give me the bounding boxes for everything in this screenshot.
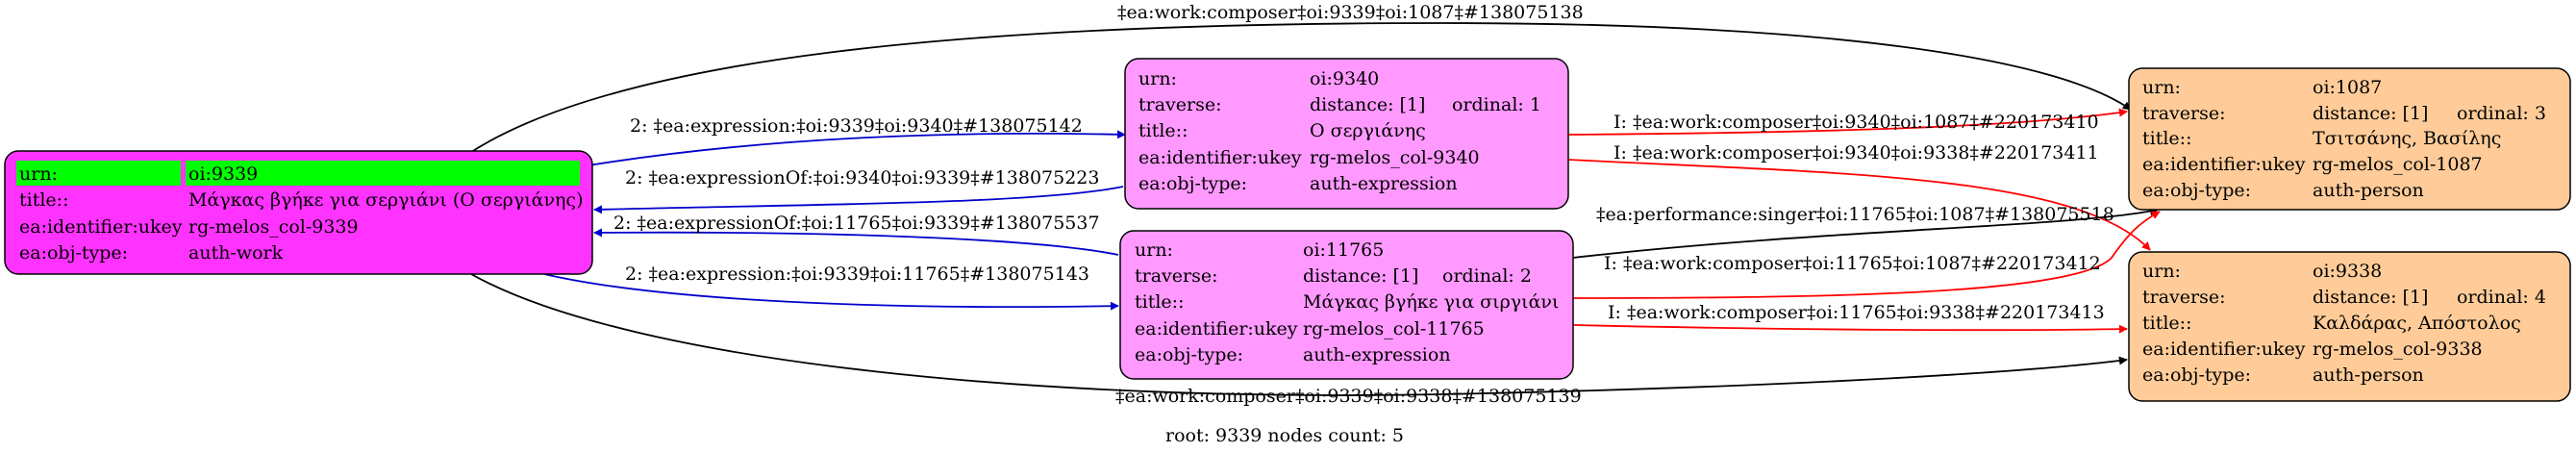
node-key-traverse: traverse:	[1138, 94, 1222, 115]
node-key-title: title::	[1135, 291, 1184, 313]
node-value-distance: distance: [1]	[2313, 287, 2428, 308]
node-oi-9340[interactable]: urn: oi:9340 traverse: distance: [1] ord…	[1124, 58, 1569, 210]
edge-label: I: ‡ea:work:composer‡oi:9340‡oi:1087‡#22…	[1613, 112, 2099, 133]
edge-label: ‡ea:work:composer‡oi:9339‡oi:1087‡#13807…	[1117, 2, 1584, 23]
node-value-ukey: rg-melos_col-9338	[2313, 339, 2483, 360]
node-header-highlight-value	[186, 161, 580, 186]
edge-line[interactable]	[593, 228, 1119, 256]
node-key-ukey: ea:identifier:ukey	[2142, 154, 2306, 175]
edge-label: 2: ‡ea:expressionOf:‡oi:9340‡oi:9339‡#13…	[625, 167, 1099, 188]
edge-line[interactable]	[467, 22, 2132, 155]
node-key-urn: urn:	[1135, 239, 1173, 261]
node-box[interactable]	[2128, 251, 2571, 402]
node-oi-1087[interactable]: urn: oi:1087 traverse: distance: [1] ord…	[2128, 67, 2571, 211]
node-key-traverse: traverse:	[2142, 287, 2226, 308]
node-value-objtype: auth-work	[188, 242, 284, 264]
edge-composer-11765-9338[interactable]: I: ‡ea:work:composer‡oi:11765‡oi:9338‡#2…	[1572, 302, 2128, 334]
node-key-urn: urn:	[2142, 261, 2181, 282]
node-value-ukey: rg-melos_col-1087	[2313, 154, 2483, 175]
node-oi-11765[interactable]: urn: oi:11765 traverse: distance: [1] or…	[1119, 230, 1574, 380]
graph-caption: root: 9339 nodes count: 5	[1165, 425, 1404, 446]
node-key-title: title::	[19, 189, 68, 211]
edge-line[interactable]	[543, 273, 1119, 311]
node-key-title: title::	[1138, 120, 1188, 141]
edge-label: 2: ‡ea:expressionOf:‡oi:11765‡oi:9339‡#1…	[613, 213, 1100, 234]
node-key-traverse: traverse:	[2142, 103, 2226, 124]
edge-label: I: ‡ea:work:composer‡oi:11765‡oi:1087‡#2…	[1604, 253, 2101, 274]
edge-expressionof-9340-9339[interactable]: 2: ‡ea:expressionOf:‡oi:9340‡oi:9339‡#13…	[593, 167, 1124, 214]
node-key-objtype: ea:obj-type:	[1135, 344, 1243, 365]
node-value-distance: distance: [1]	[1303, 265, 1418, 287]
node-key-title: title::	[2142, 128, 2191, 149]
node-key-objtype: ea:obj-type:	[1138, 173, 1247, 194]
edge-line[interactable]	[1572, 324, 2128, 334]
node-value-urn: oi:9340	[1310, 68, 1379, 89]
edge-line[interactable]	[588, 130, 1126, 166]
node-value-urn: oi:11765	[1303, 239, 1384, 261]
edge-composer-9340-9338[interactable]: I: ‡ea:work:composer‡oi:9340‡oi:9338‡#22…	[1567, 142, 2151, 251]
node-value-ukey: rg-melos_col-9339	[188, 216, 359, 238]
node-value-urn: oi:9338	[2313, 261, 2382, 282]
node-oi-9338[interactable]: urn: oi:9338 traverse: distance: [1] ord…	[2128, 251, 2571, 402]
edge-label: 2: ‡ea:expression:‡oi:9339‡oi:11765‡#138…	[625, 264, 1089, 285]
edge-composer-9340-1087[interactable]: I: ‡ea:work:composer‡oi:9340‡oi:1087‡#22…	[1567, 108, 2128, 136]
node-value-objtype: auth-person	[2313, 364, 2424, 386]
node-key-objtype: ea:obj-type:	[19, 242, 128, 264]
node-value-ordinal: ordinal: 4	[2457, 287, 2546, 308]
edge-expressionof-11765-9339[interactable]: 2: ‡ea:expressionOf:‡oi:11765‡oi:9339‡#1…	[593, 213, 1119, 256]
node-value-title: Ο σεργιάνης	[1310, 120, 1426, 141]
node-value-ordinal: ordinal: 3	[2457, 103, 2546, 124]
node-key-ukey: ea:identifier:ukey	[2142, 339, 2306, 360]
node-box[interactable]	[2128, 67, 2571, 211]
node-value-title: Τσιτσάνης, Βασίλης	[2313, 128, 2501, 149]
node-key-objtype: ea:obj-type:	[2142, 180, 2251, 201]
node-value-urn: oi:1087	[2313, 77, 2382, 98]
edge-composer-9339-1087[interactable]: ‡ea:work:composer‡oi:9339‡oi:1087‡#13807…	[467, 2, 2132, 155]
node-value-ordinal: ordinal: 2	[1442, 265, 1532, 287]
edges: ‡ea:work:composer‡oi:9339‡oi:1087‡#13807…	[467, 2, 2161, 407]
edge-label: I: ‡ea:work:composer‡oi:11765‡oi:9338‡#2…	[1608, 302, 2105, 323]
node-oi-9339[interactable]: urn: oi:9339 title:: Μάγκας βγήκε για σε…	[4, 150, 593, 275]
node-value-title: Καλδάρας, Απόστολος	[2313, 313, 2521, 334]
node-key-urn: urn:	[2142, 77, 2181, 98]
node-box[interactable]	[1124, 58, 1569, 210]
node-value-ukey: rg-melos_col-11765	[1303, 318, 1485, 339]
node-box[interactable]	[1119, 230, 1574, 380]
node-value-title: Μάγκας βγήκε για σιργιάνι	[1303, 291, 1559, 313]
edge-expression-9339-9340[interactable]: 2: ‡ea:expression:‡oi:9339‡oi:9340‡#1380…	[588, 115, 1126, 166]
edge-singer-11765-1087[interactable]: ‡ea:performance:singer‡oi:11765‡oi:1087‡…	[1572, 204, 2159, 259]
node-value-ukey: rg-melos_col-9340	[1310, 147, 1480, 168]
edge-composer-9339-9338[interactable]: ‡ea:work:composer‡oi:9339‡oi:9338‡#13807…	[470, 273, 2128, 407]
edge-line[interactable]	[1572, 207, 2159, 259]
node-value-title: Μάγκας βγήκε για σεργιάνι (Ο σεργιάνης)	[188, 189, 583, 211]
edge-label: ‡ea:work:composer‡oi:9339‡oi:9338‡#13807…	[1115, 386, 1582, 407]
node-key-urn: urn:	[1138, 68, 1177, 89]
node-key-ukey: ea:identifier:ukey	[19, 216, 183, 238]
node-key-ukey: ea:identifier:ukey	[1138, 147, 1302, 168]
edge-line[interactable]	[593, 186, 1124, 214]
edge-label: I: ‡ea:work:composer‡oi:9340‡oi:9338‡#22…	[1613, 142, 2099, 163]
node-key-ukey: ea:identifier:ukey	[1135, 318, 1298, 339]
node-key-urn: urn:	[19, 163, 58, 185]
edge-line[interactable]	[1567, 159, 2151, 251]
node-key-title: title::	[2142, 313, 2191, 334]
node-key-objtype: ea:obj-type:	[2142, 364, 2251, 386]
edge-line[interactable]	[1572, 211, 2161, 299]
node-header-highlight-key	[16, 161, 181, 186]
edge-composer-11765-1087[interactable]: I: ‡ea:work:composer‡oi:11765‡oi:1087‡#2…	[1572, 211, 2161, 299]
node-key-traverse: traverse:	[1135, 265, 1218, 287]
edge-expression-9339-11765[interactable]: 2: ‡ea:expression:‡oi:9339‡oi:11765‡#138…	[543, 264, 1119, 311]
node-value-ordinal: ordinal: 1	[1452, 94, 1541, 115]
node-value-distance: distance: [1]	[1310, 94, 1425, 115]
edge-label: 2: ‡ea:expression:‡oi:9339‡oi:9340‡#1380…	[630, 115, 1083, 137]
node-value-objtype: auth-person	[2313, 180, 2424, 201]
node-value-urn: oi:9339	[188, 163, 258, 185]
edge-line[interactable]	[1567, 108, 2128, 136]
edge-label: ‡ea:performance:singer‡oi:11765‡oi:1087‡…	[1596, 204, 2114, 225]
edge-line[interactable]	[470, 273, 2128, 396]
node-value-objtype: auth-expression	[1303, 344, 1451, 365]
node-value-objtype: auth-expression	[1310, 173, 1458, 194]
node-value-distance: distance: [1]	[2313, 103, 2428, 124]
